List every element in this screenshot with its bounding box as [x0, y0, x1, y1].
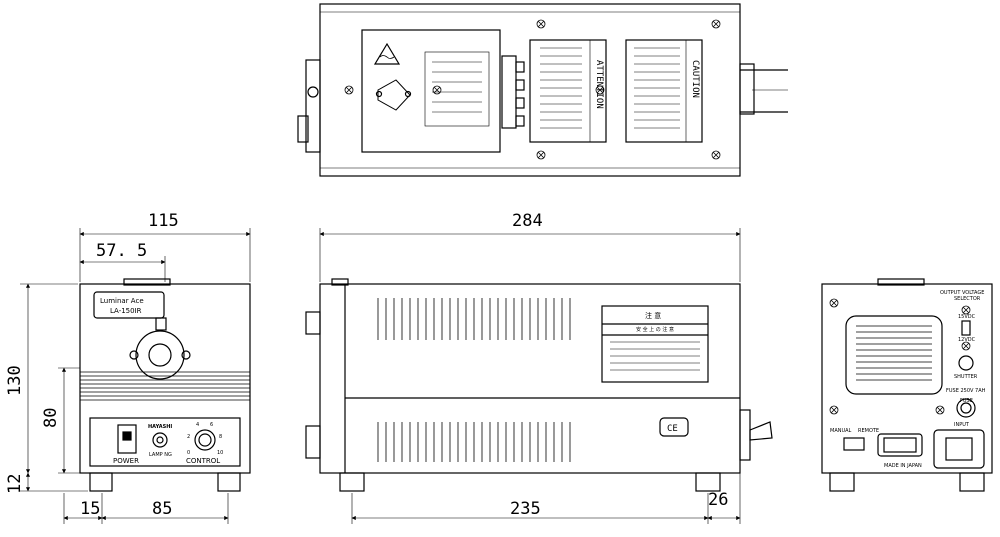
remote-label: REMOTE [858, 428, 879, 434]
fiber-lock-screw [155, 317, 167, 331]
front-view [79, 278, 251, 492]
v-low-label: 12VDC [958, 337, 976, 343]
voltage-selector-switch[interactable] [961, 320, 971, 336]
dial-number-8: 8 [219, 434, 222, 440]
warning-triangle-icon [373, 42, 401, 65]
dimension-26: 26 [708, 490, 728, 510]
front-top-handle [123, 278, 171, 286]
side-top-handle [331, 278, 349, 286]
dimension-130: 130 [5, 365, 25, 396]
side-foot-right [695, 472, 721, 492]
top-view [297, 3, 788, 177]
rear-screws [829, 298, 971, 415]
attention-label [529, 39, 607, 143]
ce-mark-box [659, 417, 689, 437]
lamp-ng-label: LAMP NG [149, 452, 172, 458]
fuse-label: FUSE [960, 398, 973, 404]
lamp-cover-plate [361, 29, 501, 153]
attention-title: ATTENTION [594, 60, 604, 109]
top-view-connector-block [501, 55, 517, 129]
dimension-284: 284 [512, 211, 543, 231]
side-dimension-lines [319, 228, 741, 524]
dimension-85: 85 [152, 499, 172, 519]
lamp-ng-indicator [152, 432, 168, 448]
caution-label [625, 39, 703, 143]
control-knob[interactable] [194, 429, 216, 451]
control-label: CONTROL [186, 457, 220, 465]
top-view-knob [297, 115, 309, 143]
v-high-label: 15VDC [958, 314, 976, 320]
japanese-caution-label [601, 305, 709, 383]
front-dimension-lines [20, 228, 251, 524]
side-view [305, 278, 773, 492]
fuse-rating-label: FUSE 250V 7AH [946, 388, 986, 394]
dial-number-6: 6 [210, 422, 213, 428]
dimension-57-5: 57. 5 [96, 241, 147, 261]
dial-number-4: 4 [196, 422, 199, 428]
front-foot-left [89, 472, 113, 492]
dimension-15: 15 [80, 499, 100, 519]
dial-number-10: 10 [217, 450, 223, 456]
side-view-body [319, 283, 741, 474]
rear-vent-slots [856, 325, 932, 381]
rear-vent-panel [845, 315, 943, 395]
shutter-button[interactable] [958, 355, 974, 371]
side-vent-slots [377, 298, 700, 462]
front-control-panel [89, 417, 241, 467]
front-foot-right [217, 472, 241, 492]
top-view-label-lines [432, 47, 680, 129]
japanese-caution-subtitle: 安 全 上 の 注 意 [636, 326, 674, 333]
dimension-12: 12 [5, 474, 25, 494]
light-output-port [135, 330, 185, 380]
power-label: POWER [113, 457, 139, 465]
dial-number-0: 0 [187, 450, 190, 456]
side-foot-left [339, 472, 365, 492]
dimension-115: 115 [148, 211, 179, 231]
nameplate-line1: Luminar Ace [100, 297, 144, 305]
nameplate-line2: LA-150IR [110, 307, 142, 315]
brand-logo: HAYASHI [148, 424, 172, 430]
made-in-label: MADE IN JAPAN [884, 463, 922, 469]
top-view-rear-plate [739, 63, 755, 115]
dial-number-2: 2 [187, 434, 190, 440]
dimension-235: 235 [510, 499, 541, 519]
manual-label: MANUAL [830, 428, 852, 434]
ce-mark: CE [667, 424, 678, 434]
rear-view [821, 278, 993, 492]
power-inlet[interactable] [933, 429, 985, 469]
power-switch[interactable] [117, 424, 137, 454]
caution-title: CAUTION [690, 60, 700, 98]
side-fiber-port [305, 425, 321, 459]
front-vent-slots [80, 371, 250, 401]
selector-label: SELECTOR [954, 296, 981, 302]
rear-view-body [821, 283, 993, 474]
shutter-label: SHUTTER [954, 374, 978, 380]
rear-foot-left [829, 472, 855, 492]
dimension-80: 80 [41, 408, 61, 428]
fuse-holder[interactable] [956, 398, 976, 418]
side-rear-connector [739, 409, 751, 461]
top-view-screws [344, 19, 721, 160]
front-nameplate [93, 291, 165, 319]
rear-foot-right [959, 472, 985, 492]
rear-top-handle [877, 278, 925, 286]
remote-connector[interactable] [877, 433, 923, 457]
side-knob [305, 311, 321, 335]
manual-remote-switch[interactable] [843, 437, 865, 451]
output-voltage-label: OUTPUT VOLTAGE [940, 290, 984, 296]
input-label: INPUT [954, 422, 970, 428]
top-view-front-plate [305, 59, 321, 153]
japanese-caution-title: 注 意 [645, 311, 661, 320]
front-view-body [79, 283, 251, 474]
